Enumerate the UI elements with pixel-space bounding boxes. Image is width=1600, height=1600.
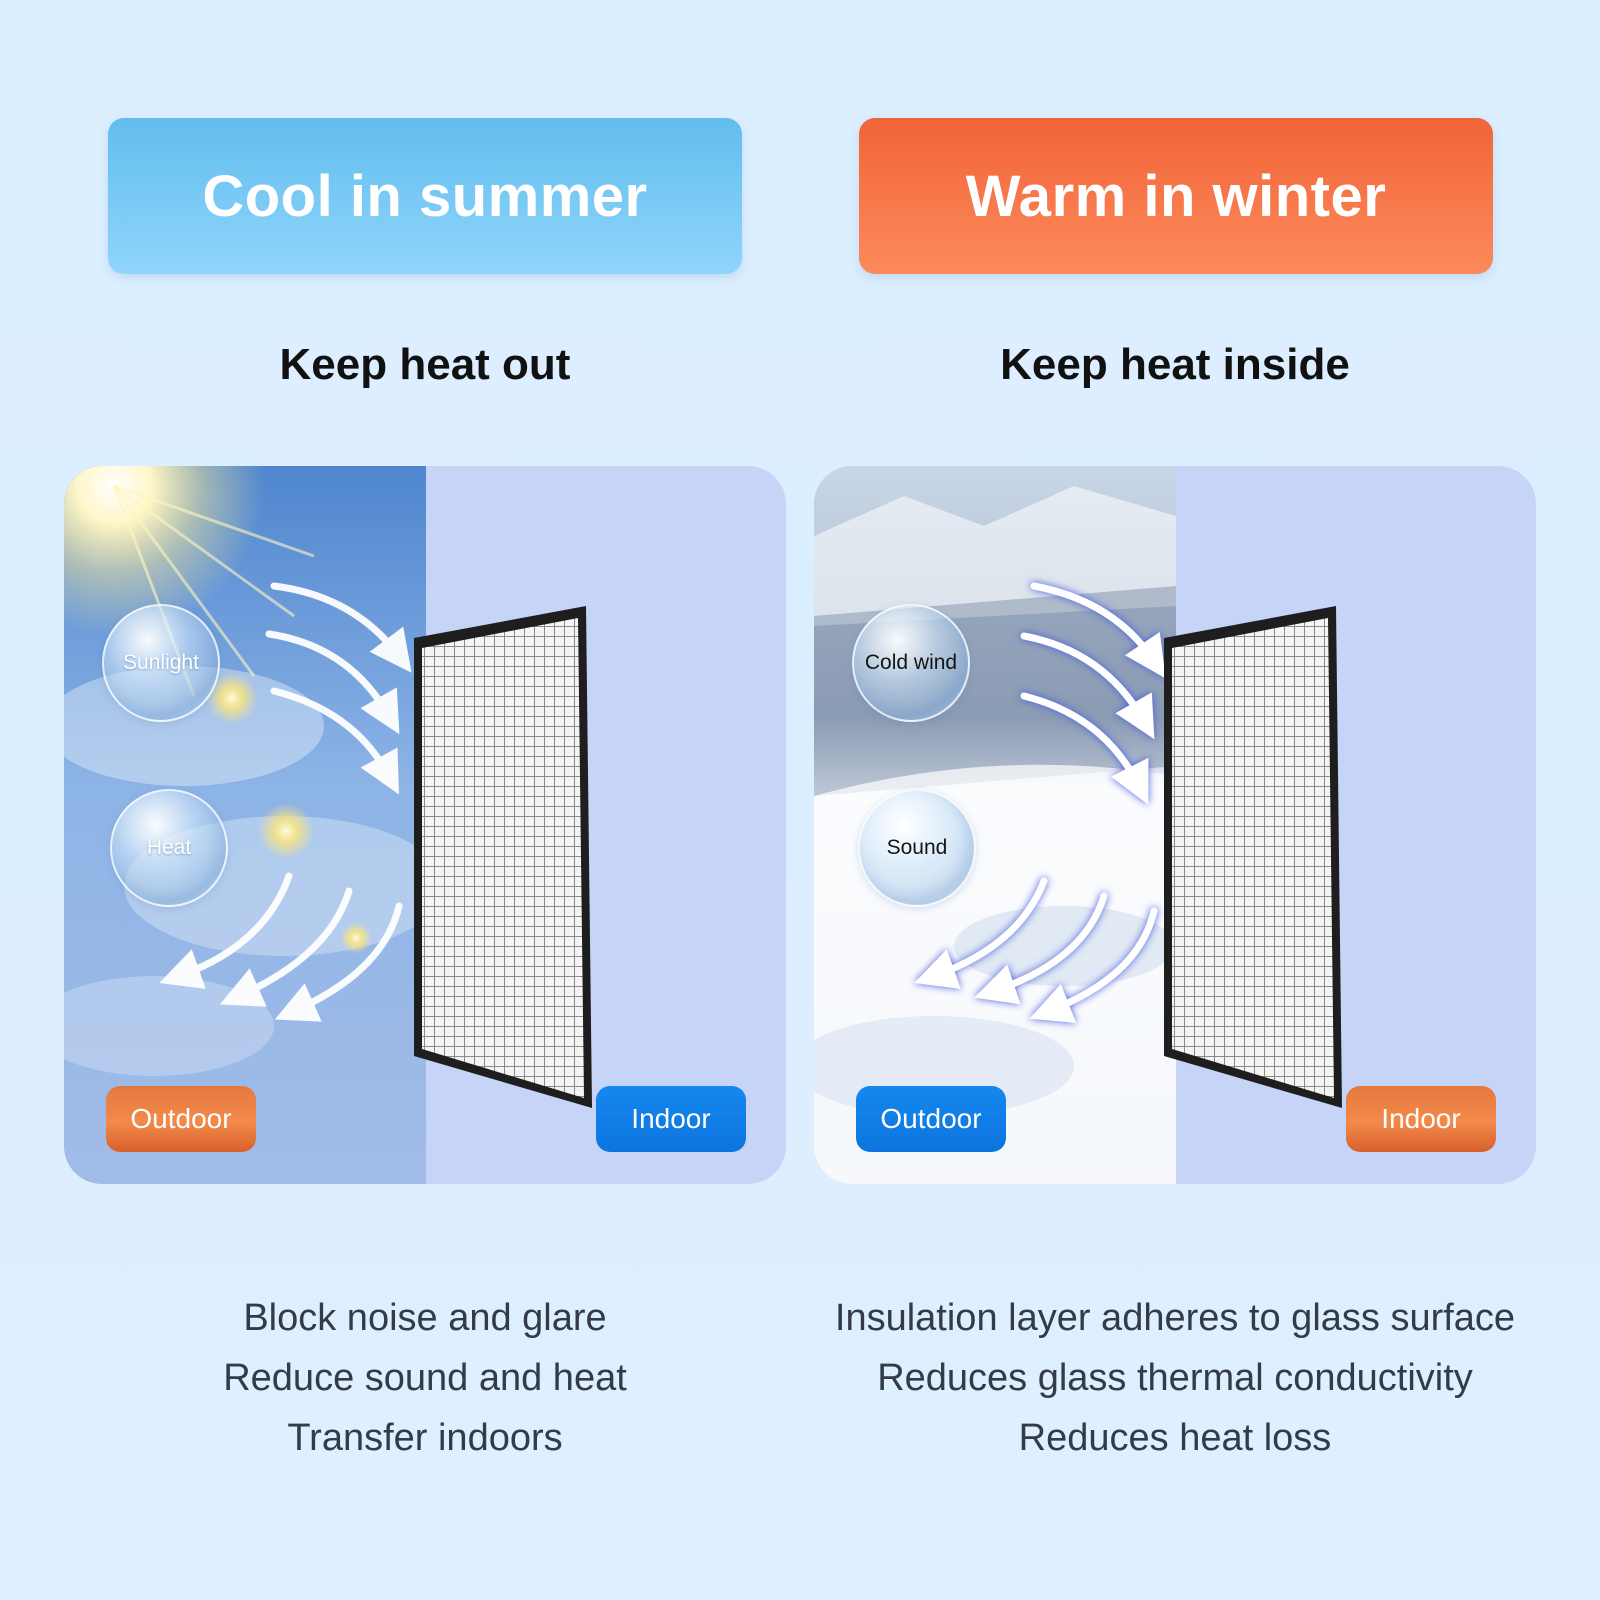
summer-line-1: Block noise and glare [243, 1297, 607, 1339]
summer-outdoor-label: Outdoor [106, 1086, 256, 1152]
sunlight-bubble: Sunlight [102, 604, 220, 722]
summer-indoor-label: Indoor [596, 1086, 746, 1152]
warm-in-winter-banner: Warm in winter [859, 118, 1493, 274]
winter-indoor-label: Indoor [1346, 1086, 1496, 1152]
winter-illustration-panel: Cold wind Sound Outdoor Indoor [814, 466, 1536, 1184]
winter-subtitle: Keep heat inside [1000, 340, 1350, 389]
winter-line-3: Reduces heat loss [1018, 1417, 1332, 1459]
winter-line-2: Reduces glass thermal conductivity [877, 1357, 1473, 1399]
cold-wind-bubble: Cold wind [852, 604, 970, 722]
heat-bubble: Heat [110, 789, 228, 907]
winter-description: Insulation layer adheres to glass surfac… [780, 1288, 1570, 1468]
summer-description: Block noise and glare Reduce sound and h… [30, 1288, 820, 1468]
cool-in-summer-banner: Cool in summer [108, 118, 742, 274]
summer-line-2: Reduce sound and heat [223, 1357, 627, 1399]
sound-bubble: Sound [858, 789, 976, 907]
winter-line-1: Insulation layer adheres to glass surfac… [834, 1297, 1516, 1339]
summer-subtitle: Keep heat out [279, 340, 571, 389]
summer-line-3: Transfer indoors [287, 1417, 563, 1459]
summer-illustration-panel: Sunlight Heat Outdoor Indoor [64, 466, 786, 1184]
winter-outdoor-label: Outdoor [856, 1086, 1006, 1152]
